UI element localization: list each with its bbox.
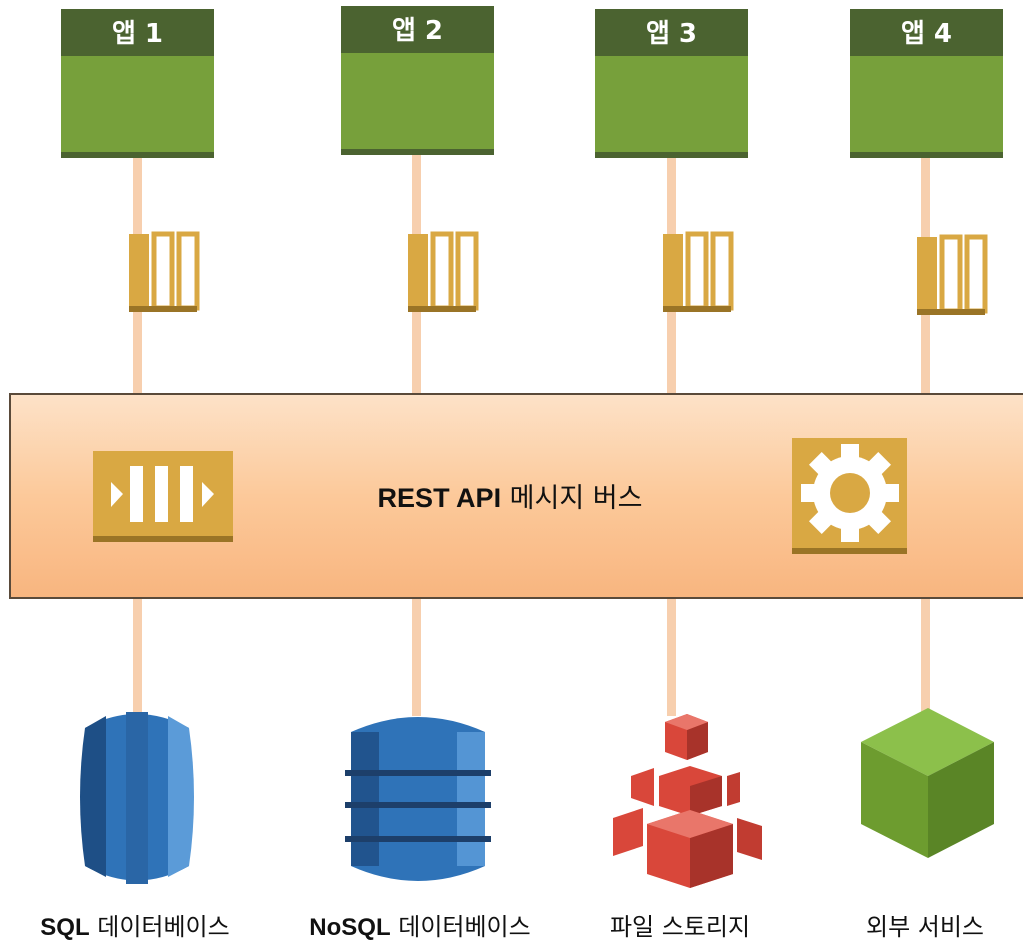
store-label-sql: SQL 데이터베이스 [10,912,260,943]
message-bus-title: REST API 메시지 버스 [260,474,760,523]
sql-database-icon [80,712,194,884]
message-bus-title-bold: REST API [377,483,502,513]
app-box-3 [595,9,748,158]
connectors-top [133,155,930,394]
nosql-database-icon [345,717,491,881]
store-label-nosql-bold: NoSQL [309,914,391,941]
store-label-nosql-rest: 데이터베이스 [390,913,531,941]
connector-store-3 [667,598,676,716]
store-label-file-storage-text: 파일 스토리지 [609,913,751,941]
app-label-1: 앱 1 [111,19,164,49]
file-storage-icon [613,714,762,888]
queue-icon-2 [408,231,479,312]
message-bus-title-rest: 메시지 버스 [501,483,643,514]
store-label-nosql: NoSQL 데이터베이스 [285,912,555,943]
connector-store-4 [921,598,930,716]
app-box-4 [850,9,1003,158]
store-label-sql-rest: 데이터베이스 [89,913,230,941]
queue-icon-1 [129,231,200,312]
store-label-external-service: 외부 서비스 [830,912,1020,942]
app-label-2: 앱 2 [391,16,444,46]
app-label-4: 앱 4 [900,19,953,49]
connectors-bottom [133,598,930,716]
store-label-sql-bold: SQL [40,914,90,941]
app-box-1 [61,9,214,158]
store-label-external-service-text: 외부 서비스 [865,913,985,941]
app-box-2 [341,6,494,155]
queue-icon-3 [663,231,734,312]
store-label-file-storage: 파일 스토리지 [580,912,780,942]
queue-icon-4 [917,234,988,315]
connector-store-1 [133,598,142,716]
app-label-3: 앱 3 [645,19,698,49]
message-queue-icon [93,451,233,542]
connector-store-2 [412,598,421,716]
gear-icon [792,438,907,554]
external-service-icon [861,708,994,858]
